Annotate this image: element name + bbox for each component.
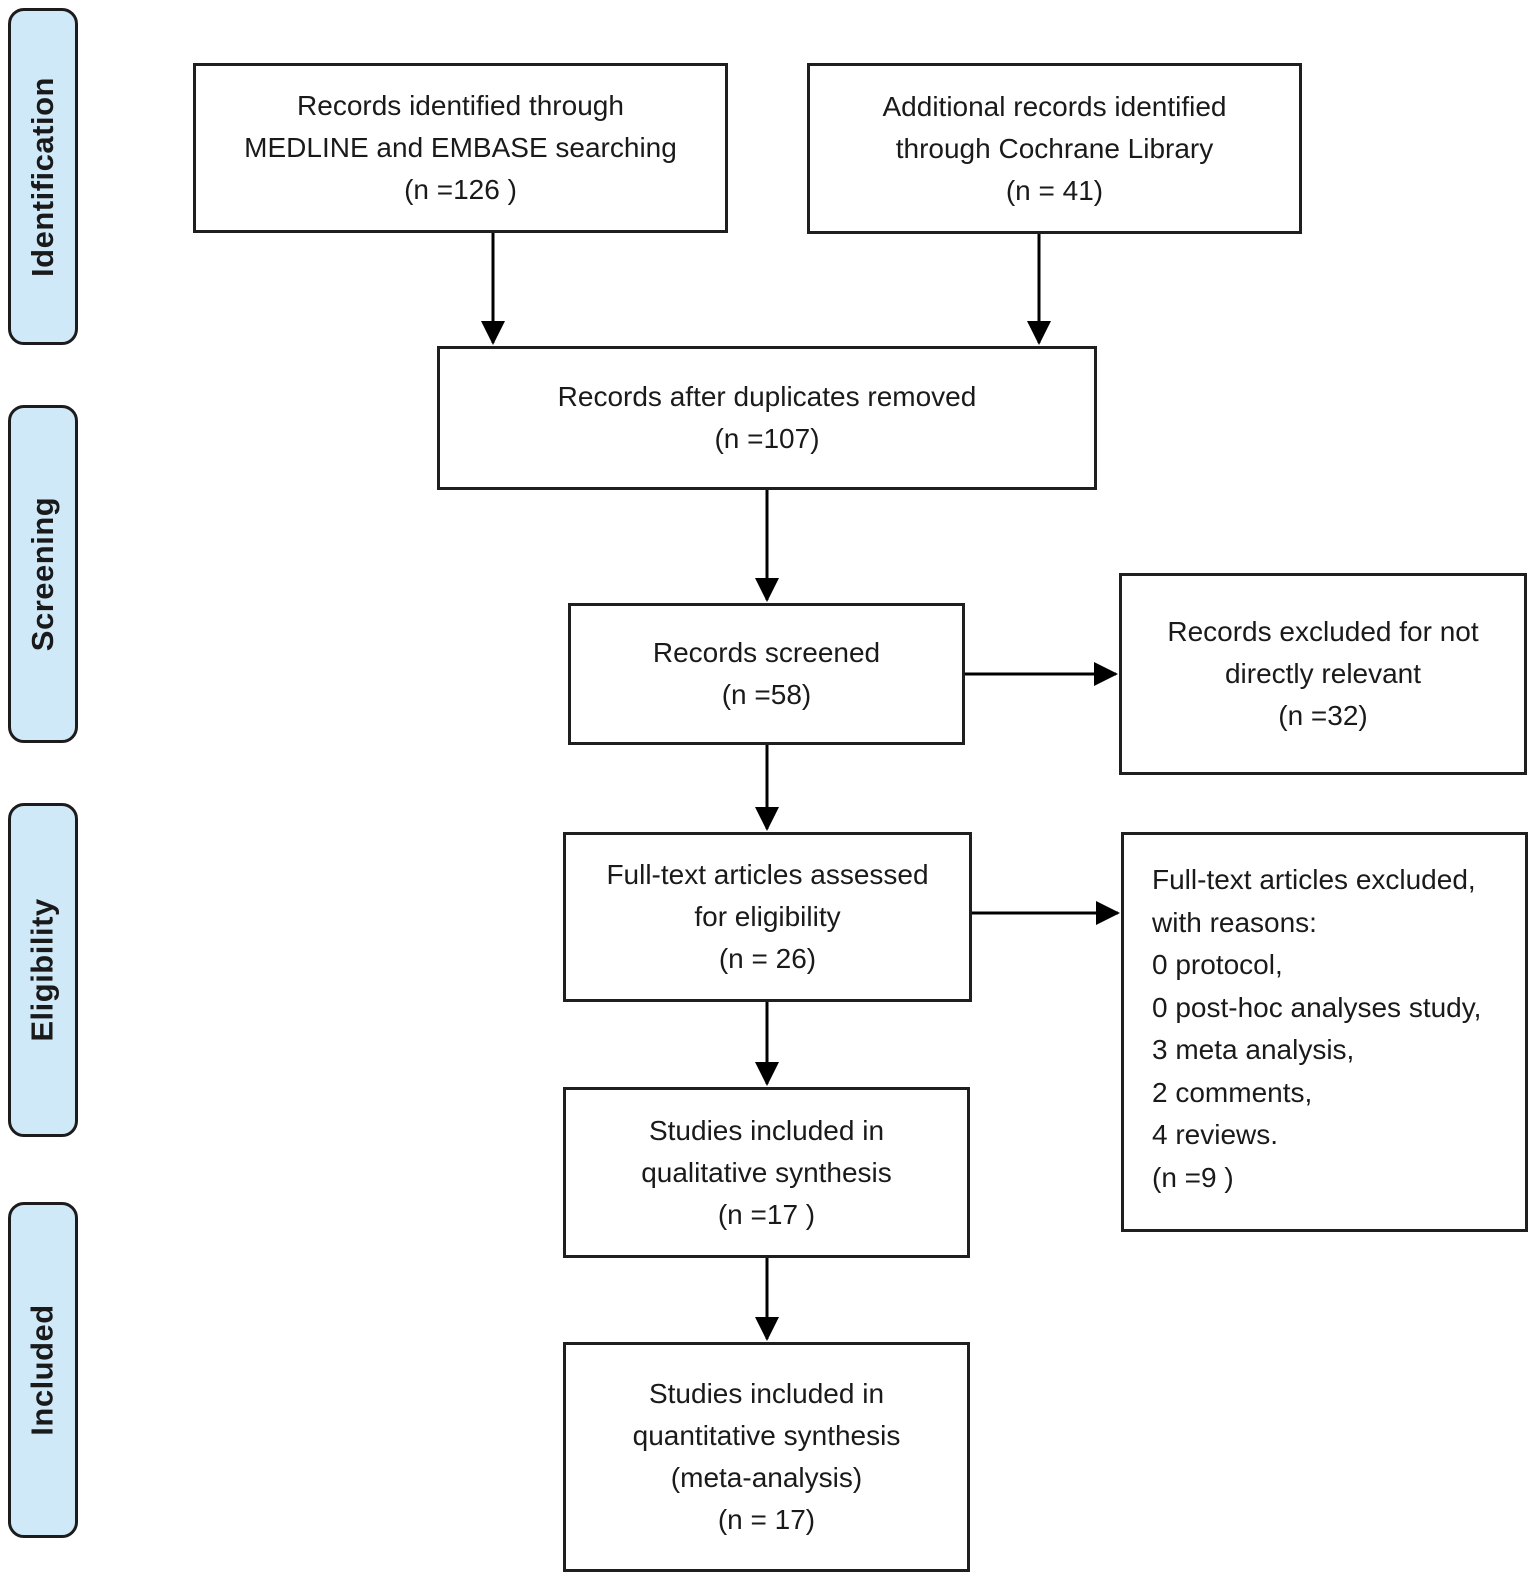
box-additional-records-text: Additional records identified through Co… — [882, 90, 1227, 206]
stage-eligibility: Eligibility — [8, 803, 78, 1137]
box-records-excluded-text: Records excluded for not directly releva… — [1167, 616, 1479, 731]
box-qualitative-synthesis: Studies included in qualitative synthesi… — [563, 1087, 970, 1258]
box-records-identified: Records identified through MEDLINE and E… — [193, 63, 728, 233]
stage-identification: Identification — [8, 8, 78, 345]
box-records-screened-text: Records screened (n =58) — [652, 637, 881, 710]
box-additional-records: Additional records identified through Co… — [807, 63, 1302, 234]
box-duplicates-removed: Records after duplicates removed (n =107… — [437, 346, 1097, 490]
box-fulltext-assessed-text: Full-text articles assessed for eligibil… — [606, 859, 929, 974]
box-fulltext-excluded-text: Full-text articles excluded, with reason… — [1152, 864, 1482, 1193]
stage-identification-label: Identification — [25, 76, 61, 277]
box-records-identified-text: Records identified through MEDLINE and E… — [244, 90, 677, 205]
box-qualitative-synthesis-text: Studies included in qualitative synthesi… — [641, 1114, 892, 1230]
stage-included-label: Included — [25, 1304, 61, 1436]
stage-included: Included — [8, 1202, 78, 1538]
box-records-screened: Records screened (n =58) — [568, 603, 965, 745]
box-duplicates-removed-text: Records after duplicates removed (n =107… — [557, 381, 977, 454]
box-records-excluded: Records excluded for not directly releva… — [1119, 573, 1527, 775]
box-fulltext-excluded: Full-text articles excluded, with reason… — [1121, 832, 1528, 1232]
box-quantitative-synthesis-text: Studies included in quantitative synthes… — [632, 1378, 901, 1535]
box-fulltext-assessed: Full-text articles assessed for eligibil… — [563, 832, 972, 1002]
stage-eligibility-label: Eligibility — [25, 898, 61, 1042]
stage-screening: Screening — [8, 405, 78, 743]
stage-screening-label: Screening — [25, 496, 61, 652]
box-quantitative-synthesis: Studies included in quantitative synthes… — [563, 1342, 970, 1572]
